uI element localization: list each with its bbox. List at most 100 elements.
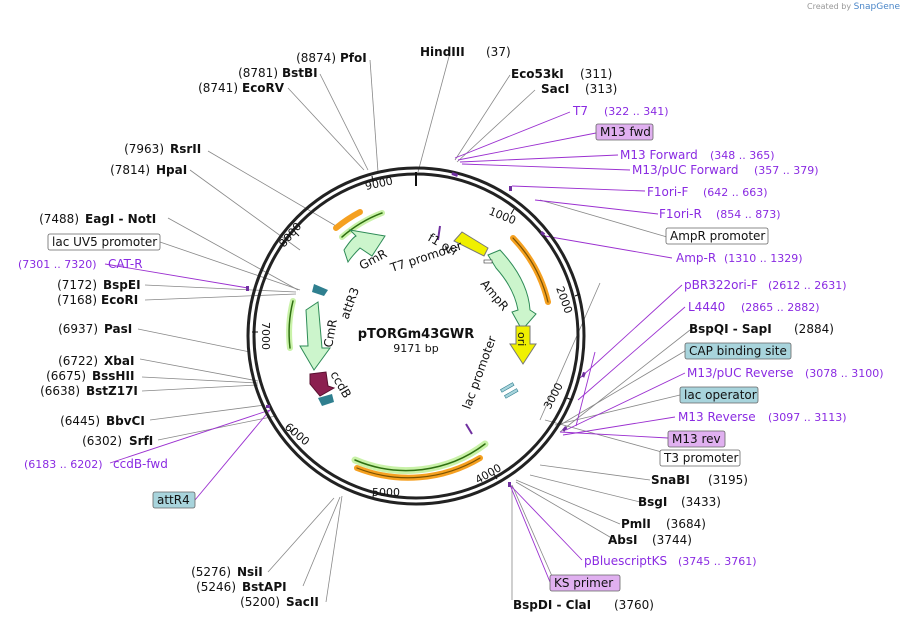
box-text: T3 promoter bbox=[663, 451, 739, 465]
site-pos: (3195) bbox=[708, 473, 748, 487]
snapgene-credit: Created by SnapGene bbox=[807, 2, 900, 12]
site-pos: (7172) bbox=[57, 278, 97, 292]
cmr-green-arc bbox=[288, 300, 294, 349]
box-cap-binding-site: CAP binding site bbox=[684, 342, 792, 360]
site-name: HpaI bbox=[156, 163, 187, 177]
tick-label-7000: 7000 bbox=[259, 322, 272, 350]
site-saci: SacI (313) bbox=[541, 82, 617, 96]
snapgene-logo: SnapGene bbox=[853, 2, 900, 12]
primer-name: F1ori-F bbox=[647, 185, 688, 199]
primer-name: L4440 bbox=[688, 300, 725, 314]
box-text: attR4 bbox=[157, 493, 190, 507]
site-srfi: (6302) SrfI bbox=[82, 434, 153, 448]
site-pos: (2884) bbox=[794, 322, 834, 336]
site-pos: (6937) bbox=[58, 322, 98, 336]
primer-ccdb-fwd: (6183 .. 6202) ccdB-fwd bbox=[24, 457, 168, 471]
box-text: KS primer bbox=[554, 576, 613, 590]
site-name: SnaBI bbox=[651, 473, 690, 487]
site-pos: (6722) bbox=[58, 354, 98, 368]
credit-text: Created by bbox=[807, 2, 852, 11]
primer-range: (322 .. 341) bbox=[604, 105, 669, 118]
box-text: M13 rev bbox=[672, 432, 721, 446]
primer-pbluescriptks: pBluescriptKS (3745 .. 3761) bbox=[584, 554, 757, 568]
box-lac-operator: lac operator bbox=[679, 386, 759, 404]
site-pos: (5246) bbox=[196, 580, 236, 594]
site-pos: (7963) bbox=[124, 142, 164, 156]
site-bspei: (7172) BspEI bbox=[57, 278, 140, 292]
box-text: lac UV5 promoter bbox=[52, 235, 157, 249]
site-pos: (3433) bbox=[681, 495, 721, 509]
label-attr3: attR3 bbox=[338, 285, 362, 321]
site-eagi-noti: (7488) EagI - NotI bbox=[39, 212, 156, 226]
bottom-green-arc bbox=[354, 443, 486, 472]
site-bsshii: (6675) BssHII bbox=[46, 369, 134, 383]
primer-range: (2865 .. 2882) bbox=[741, 301, 820, 314]
site-pos: (6638) bbox=[40, 384, 80, 398]
site-name: BspDI - ClaI bbox=[513, 598, 591, 612]
site-pos: (8781) bbox=[238, 66, 278, 80]
site-name: EcoRV bbox=[242, 81, 285, 95]
site-name: SacII bbox=[286, 595, 319, 609]
site-markers bbox=[246, 172, 586, 487]
site-ecori: (7168) EcoRI bbox=[57, 293, 138, 307]
site-pos: (7814) bbox=[110, 163, 150, 177]
site-name: BspEI bbox=[103, 278, 141, 292]
site-name: BstZ17I bbox=[86, 384, 138, 398]
site-name: BstAPI bbox=[242, 580, 287, 594]
ccdb-arrow bbox=[309, 371, 336, 397]
site-pos: (8874) bbox=[296, 51, 336, 65]
primer-l4440: L4440 (2865 .. 2882) bbox=[688, 300, 820, 314]
site-rsrii: (7963) RsrII bbox=[124, 142, 201, 156]
gmr-arrow bbox=[343, 229, 386, 264]
primer-range: (357 .. 379) bbox=[754, 164, 819, 177]
primer-pbr322ori-f: pBR322ori-F (2612 .. 2631) bbox=[684, 278, 847, 292]
right-sites: HindIII (37) Eco53kI (311) SacI (313) Bs… bbox=[420, 45, 834, 612]
site-name: SrfI bbox=[129, 434, 153, 448]
site-eco53ki: Eco53kI (311) bbox=[511, 67, 612, 81]
box-text: M13 fwd bbox=[600, 125, 651, 139]
site-hindiii: HindIII (37) bbox=[420, 45, 511, 59]
primer-labels: T7 (322 .. 341) M13 Forward (348 .. 365)… bbox=[18, 104, 884, 568]
site-pfoi: (8874) PfoI bbox=[296, 51, 367, 65]
site-bstz17i: (6638) BstZ17I bbox=[40, 384, 138, 398]
site-bbvci: (6445) BbvCI bbox=[60, 414, 145, 428]
primer-f1ori-r: F1ori-R (854 .. 873) bbox=[659, 207, 781, 221]
primer-name: pBluescriptKS bbox=[584, 554, 667, 568]
box-m13-fwd: M13 fwd bbox=[595, 123, 654, 141]
site-name: XbaI bbox=[104, 354, 134, 368]
gmr-orange-arc bbox=[333, 209, 363, 231]
primer-leader-lines bbox=[104, 111, 686, 583]
primer-range: (2612 .. 2631) bbox=[768, 279, 847, 292]
site-xbai: (6722) XbaI bbox=[58, 354, 134, 368]
site-pos: (7168) bbox=[57, 293, 97, 307]
site-name: HindIII bbox=[420, 45, 465, 59]
primer-range: (3097 .. 3113) bbox=[768, 411, 847, 424]
primer-m13-forward: M13 Forward (348 .. 365) bbox=[620, 148, 775, 162]
primer-name: pBR322ori-F bbox=[684, 278, 758, 292]
site-hpai: (7814) HpaI bbox=[110, 163, 187, 177]
tick-marks bbox=[252, 175, 581, 498]
primer-m13-puc-forward: M13/pUC Forward (357 .. 379) bbox=[632, 163, 819, 177]
right-leader-lines bbox=[417, 52, 691, 600]
site-pos: (6302) bbox=[82, 434, 122, 448]
site-name: Eco53kI bbox=[511, 67, 564, 81]
tick-label-5000: 5000 bbox=[372, 486, 400, 499]
site-pos: (5200) bbox=[240, 595, 280, 609]
box-t3-promoter: T3 promoter bbox=[659, 449, 741, 467]
site-pos: (6445) bbox=[60, 414, 100, 428]
site-pos: (8741) bbox=[198, 81, 238, 95]
primer-range: (642 .. 663) bbox=[703, 186, 768, 199]
site-name: BstBI bbox=[282, 66, 318, 80]
site-snabi: SnaBI (3195) bbox=[651, 473, 748, 487]
primer-name: ccdB-fwd bbox=[113, 457, 168, 471]
bottom-orange-line bbox=[356, 457, 481, 479]
label-cmr: CmR bbox=[321, 318, 340, 348]
ori-arrow bbox=[509, 325, 537, 365]
site-bspdi-clai: BspDI - ClaI (3760) bbox=[513, 598, 654, 612]
primer-name: M13/pUC Forward bbox=[632, 163, 739, 177]
site-pmli: PmlI (3684) bbox=[621, 517, 706, 531]
site-name: NsiI bbox=[237, 565, 263, 579]
site-name: PmlI bbox=[621, 517, 651, 531]
site-name: PasI bbox=[104, 322, 132, 336]
